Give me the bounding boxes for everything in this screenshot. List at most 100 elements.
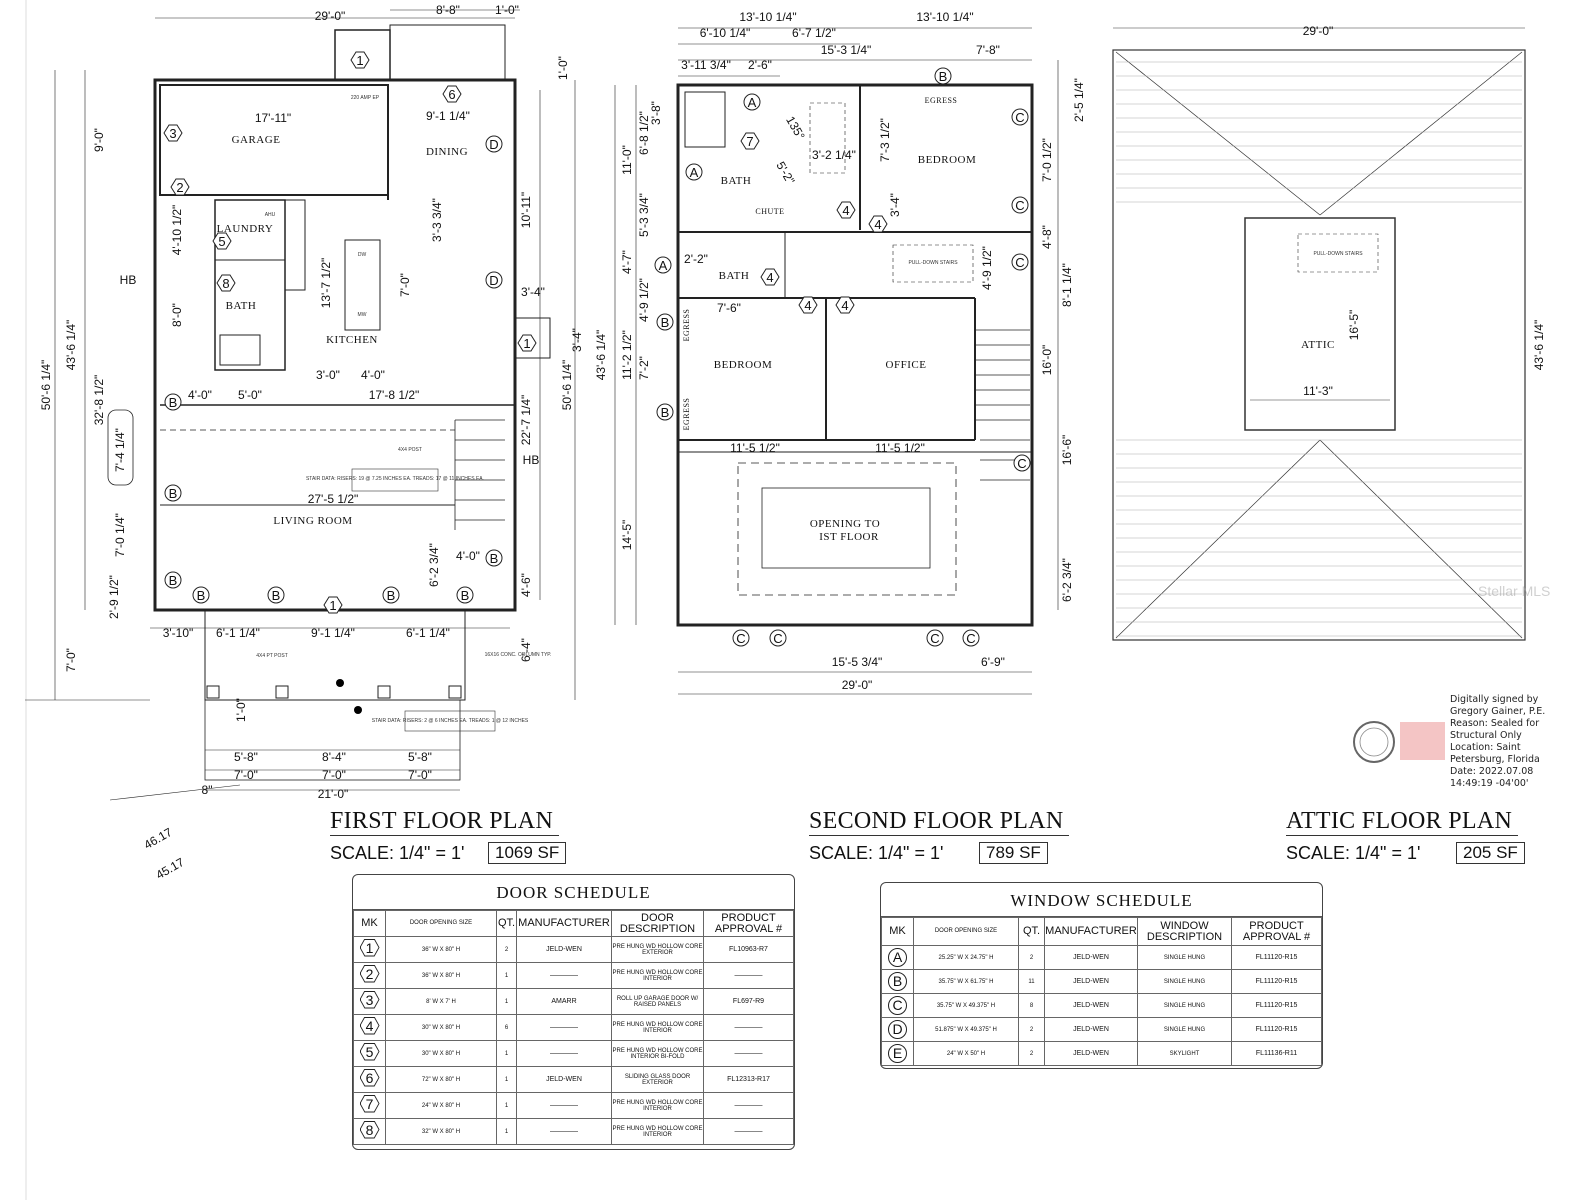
dimension-label: 29'-0" [315, 9, 346, 23]
room-label: BEDROOM [714, 359, 773, 371]
room-label: KITCHEN [326, 334, 378, 346]
watermark: Stellar MLS [1478, 583, 1551, 599]
mark-symbol: D [888, 1020, 907, 1039]
marker-label: C [1015, 255, 1024, 270]
dimension-label: 4'-0" [361, 368, 385, 382]
dimension-label: 7'-6" [717, 301, 741, 315]
dimension-label: 3'-11 3/4" [681, 58, 731, 72]
marker-label: A [748, 95, 757, 110]
plan-note: STAIR DATA: RISERS: 19 @ 7.25 INCHES EA.… [306, 476, 484, 482]
marker-label: C [1015, 198, 1024, 213]
first-floor-area: 1069 SF [488, 842, 567, 864]
marker-label: 1 [329, 598, 336, 613]
marker-label: 4 [804, 298, 811, 313]
dimension-label: 11'-5 1/2" [875, 441, 925, 455]
dimension-label: 3'-4" [521, 285, 545, 299]
column-header: MK [881, 917, 914, 946]
signature-line: Gregory Gainer, P.E. [1450, 706, 1546, 717]
signature-line: Petersburg, Florida [1450, 754, 1540, 765]
cell-mfr: JELD-WEN [1044, 1017, 1138, 1042]
room-label: OPENING TO [810, 518, 880, 530]
dimension-label: 4'-0" [188, 388, 212, 402]
window-marker: D [485, 271, 503, 289]
window-marker: C [1013, 454, 1031, 472]
cell-mk: E [881, 1041, 914, 1066]
dimension-label: 11'-2 1/2" [620, 330, 634, 380]
cell-qt: 2 [1018, 1017, 1045, 1042]
dimension-label: 13'-10 1/4" [916, 10, 973, 24]
column-header: DOOR DESCRIPTION [611, 910, 704, 937]
door-schedule-title: DOOR SCHEDULE [353, 875, 794, 910]
cell-approval: FL10963-R7 [703, 936, 794, 963]
dimension-label: 135° [783, 114, 808, 143]
cell-mfr: JELD-WEN [1044, 945, 1138, 970]
dimension-label: 16'-5" [1347, 310, 1361, 341]
cell-desc: PRE HUNG WD HOLLOW CORE INTERIOR [611, 1014, 704, 1041]
marker-label: 8 [222, 276, 229, 291]
cell-size: 25.25" W X 24.75" H [913, 945, 1019, 970]
mark-symbol: B [888, 972, 907, 991]
dimension-label: 5'-8" [408, 750, 432, 764]
dimension-label: 29'-0" [842, 678, 873, 692]
mark-symbol: E [888, 1044, 907, 1063]
cell-desc: SLIDING GLASS DOOR EXTERIOR [611, 1066, 704, 1093]
room-label: EGRESS [682, 398, 691, 431]
cell-desc: SINGLE HUNG [1137, 1017, 1232, 1042]
dimension-label: 7'-0 1/2" [1040, 138, 1054, 182]
cell-approval: ———— [703, 1040, 794, 1067]
dimension-label: 14'-5" [620, 520, 634, 551]
marker-label: 7 [746, 134, 753, 149]
room-label: LAUNDRY [217, 223, 274, 235]
window-marker: C [1011, 108, 1029, 126]
cell-desc: SINGLE HUNG [1137, 969, 1232, 994]
plan-note: 4X4 PT POST [256, 653, 288, 659]
door-marker: 1 [350, 51, 370, 69]
dimension-label: 17'-8 1/2" [369, 388, 420, 402]
plan-note: 4X4 POST [398, 447, 422, 453]
cell-size: 32" W X 80" H [385, 1118, 497, 1145]
dimension-label: 45.17 [153, 855, 186, 882]
mark-symbol: A [888, 948, 907, 967]
plan-note: MW [358, 312, 367, 318]
mark-label: D [892, 1021, 903, 1037]
window-marker: B [164, 393, 182, 411]
window-marker: C [962, 629, 980, 647]
dimension-label: 6'-4" [519, 638, 533, 662]
mark-label: 1 [360, 939, 379, 956]
cell-approval: FL697-R9 [703, 988, 794, 1015]
marker-label: C [1017, 456, 1026, 471]
door-marker: 1 [517, 334, 537, 352]
attic-area: 205 SF [1456, 842, 1525, 864]
marker-label: 1 [356, 53, 363, 68]
dimension-label: 7'-0" [398, 273, 412, 297]
dimension-label: 6'-1 1/4" [406, 626, 450, 640]
door-marker: 6 [442, 85, 462, 103]
cell-approval: FL11120-R15 [1231, 1017, 1322, 1042]
dimension-label: 2'-6" [748, 58, 772, 72]
marker-label: 4 [874, 217, 881, 232]
cell-size: 8' W X 7' H [385, 988, 497, 1015]
window-marker: C [1011, 253, 1029, 271]
plan-note: DW [358, 252, 367, 258]
window-marker: B [164, 571, 182, 589]
dimension-label: 8'-4" [322, 750, 346, 764]
window-marker: C [732, 629, 750, 647]
cell-approval: FL11120-R15 [1231, 945, 1322, 970]
door-marker: 7 [740, 132, 760, 150]
mark-symbol: 8 [359, 1120, 380, 1139]
dimension-label: HB [523, 453, 540, 467]
mark-label: A [892, 949, 903, 965]
dimension-label: 4'-9 1/2" [980, 246, 994, 290]
dimension-label: 7'-8" [976, 43, 1000, 57]
cell-mk: B [881, 969, 914, 994]
mark-symbol: 5 [359, 1042, 380, 1061]
dimension-label: 3'-4" [888, 193, 902, 217]
cell-mfr: ———— [516, 1092, 612, 1119]
marker-label: C [930, 631, 939, 646]
mark-symbol: 1 [359, 938, 380, 957]
plan-note: 16X16 CONC. COLUMN TYP. [485, 652, 552, 658]
marker-label: B [169, 395, 178, 410]
window-marker: C [1011, 196, 1029, 214]
cell-mfr: JELD-WEN [516, 1066, 612, 1093]
